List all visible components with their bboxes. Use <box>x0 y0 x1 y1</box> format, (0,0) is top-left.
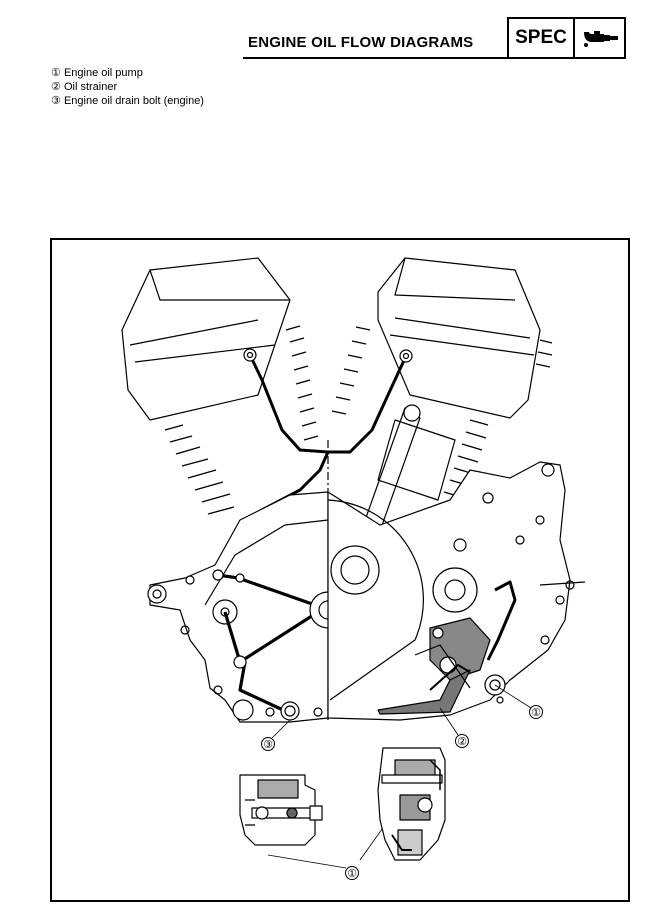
left-cylinder-head <box>121 257 291 421</box>
left-crankcase <box>147 491 329 723</box>
callout-oil-pump-detail: ① <box>345 866 359 880</box>
oil-strainer <box>377 664 471 715</box>
right-crankcase <box>327 461 575 721</box>
header-rule <box>243 57 510 59</box>
spec-label: SPEC <box>509 19 575 57</box>
left-passage-fittings <box>212 569 247 669</box>
legend-item-drain-bolt: ③ Engine oil drain bolt (engine) <box>51 94 204 108</box>
legend-text: Engine oil pump <box>63 67 143 79</box>
callout-leaders <box>267 684 532 869</box>
svg-text:②: ② <box>457 735 467 748</box>
left-cylinder-fins <box>164 325 319 515</box>
legend-item-oil-pump: ① Engine oil pump <box>51 66 204 80</box>
pump-section-right <box>377 747 446 861</box>
pipe-banjo-fittings <box>243 348 413 363</box>
legend-mark: ② <box>51 81 61 93</box>
page-title: ENGINE OIL FLOW DIAGRAMS <box>248 34 474 51</box>
svg-text:①: ① <box>347 867 357 880</box>
callouts: ① ② ③ ① <box>261 705 543 880</box>
spec-badge: SPEC <box>507 17 626 59</box>
drain-bolt <box>280 701 300 721</box>
callout-drain-bolt: ③ <box>261 737 275 751</box>
svg-text:③: ③ <box>263 738 273 751</box>
pump-section-left <box>239 774 323 846</box>
legend: ① Engine oil pump ② Oil strainer ③ Engin… <box>51 66 204 108</box>
callout-oil-strainer: ② <box>455 734 469 748</box>
connecting-rod <box>357 404 456 546</box>
legend-item-oil-strainer: ② Oil strainer <box>51 80 204 94</box>
right-cylinder-head <box>377 257 541 419</box>
diagram-frame <box>50 238 630 902</box>
legend-mark: ③ <box>51 95 61 107</box>
right-internal-details <box>414 581 586 704</box>
legend-mark: ① <box>51 67 61 79</box>
legend-text: Oil strainer <box>63 81 118 93</box>
svg-text:①: ① <box>531 706 541 719</box>
callout-oil-pump: ① <box>529 705 543 719</box>
legend-text: Engine oil drain bolt (engine) <box>63 95 204 107</box>
oil-can-icon <box>575 19 624 57</box>
